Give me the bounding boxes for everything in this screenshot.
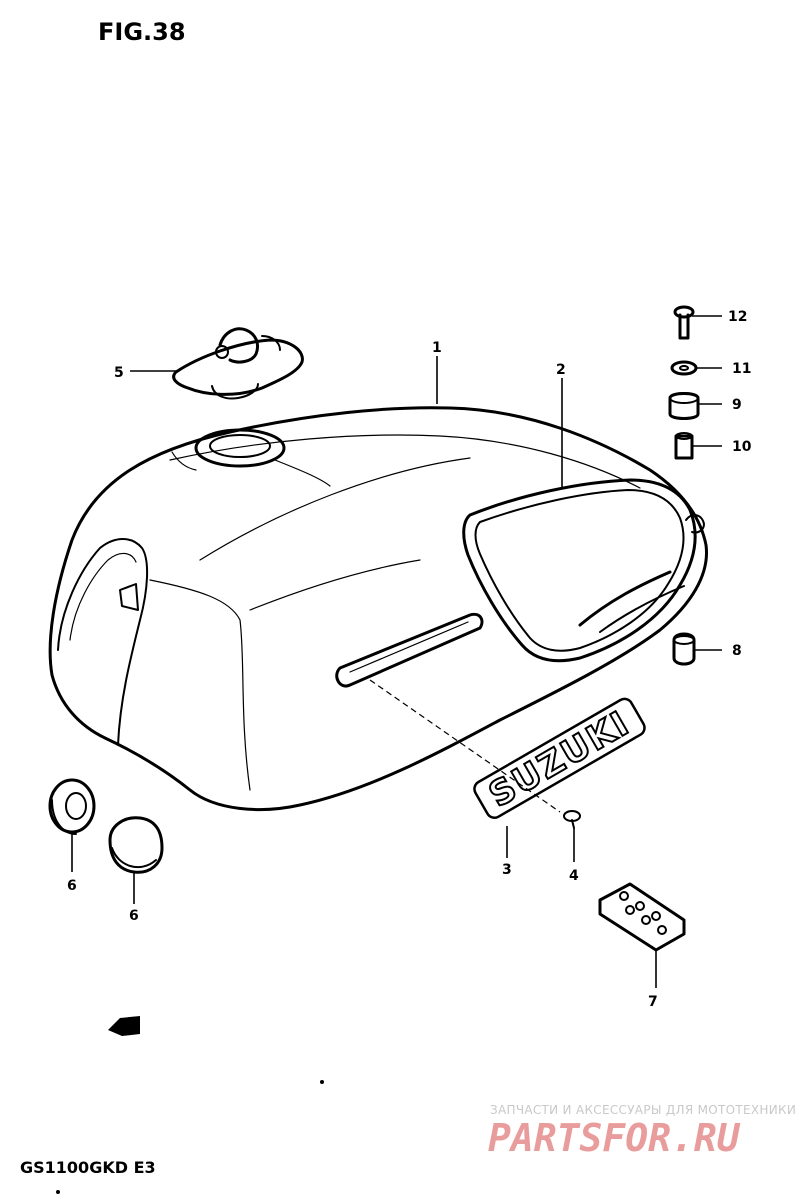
callout-3: 3: [502, 862, 512, 878]
callout-9: 9: [732, 397, 742, 413]
grommet-right: [108, 816, 164, 874]
cushion: [672, 632, 696, 666]
watermark-logo: PARTSFOR.RU: [488, 1116, 740, 1160]
callout-8: 8: [732, 643, 742, 659]
tank-side-recess: [462, 478, 697, 663]
callout-4: 4: [569, 868, 579, 884]
callout-6-left: 6: [67, 878, 77, 894]
rubber-pad: [598, 882, 686, 952]
front-arrow-icon: [108, 1016, 140, 1036]
emblem-slot: [335, 612, 484, 688]
screw: [563, 810, 581, 829]
callout-10: 10: [732, 439, 752, 455]
callout-11: 11: [732, 361, 751, 377]
figure-title: FIG.38: [98, 18, 186, 46]
fuel-cap: [172, 327, 304, 400]
grommet-left: [48, 778, 96, 835]
suzuki-emblem: SUZUKI: [473, 697, 646, 819]
fuel-tank: [48, 406, 709, 812]
washer-11: [670, 360, 698, 376]
callout-numbers: 1 2 3 4 5 6 6 7 8 9 10 11 12: [67, 309, 752, 1010]
callout-5: 5: [114, 365, 124, 381]
model-code: GS1100GKD E3: [20, 1158, 156, 1177]
callout-1: 1: [432, 340, 442, 356]
bolt-12: [673, 305, 695, 340]
emblem-text: SUZUKI: [482, 703, 637, 815]
watermark-subtitle: ЗАПЧАСТИ И АКСЕССУАРЫ ДЛЯ МОТОТЕХНИКИ: [490, 1103, 797, 1117]
callout-12: 12: [728, 309, 747, 325]
cushion-9: [668, 392, 700, 420]
leader-lines: [71, 315, 722, 988]
callout-2: 2: [556, 362, 566, 378]
callout-7: 7: [648, 994, 658, 1010]
collar-10: [674, 432, 694, 460]
callout-6-right: 6: [129, 908, 139, 924]
